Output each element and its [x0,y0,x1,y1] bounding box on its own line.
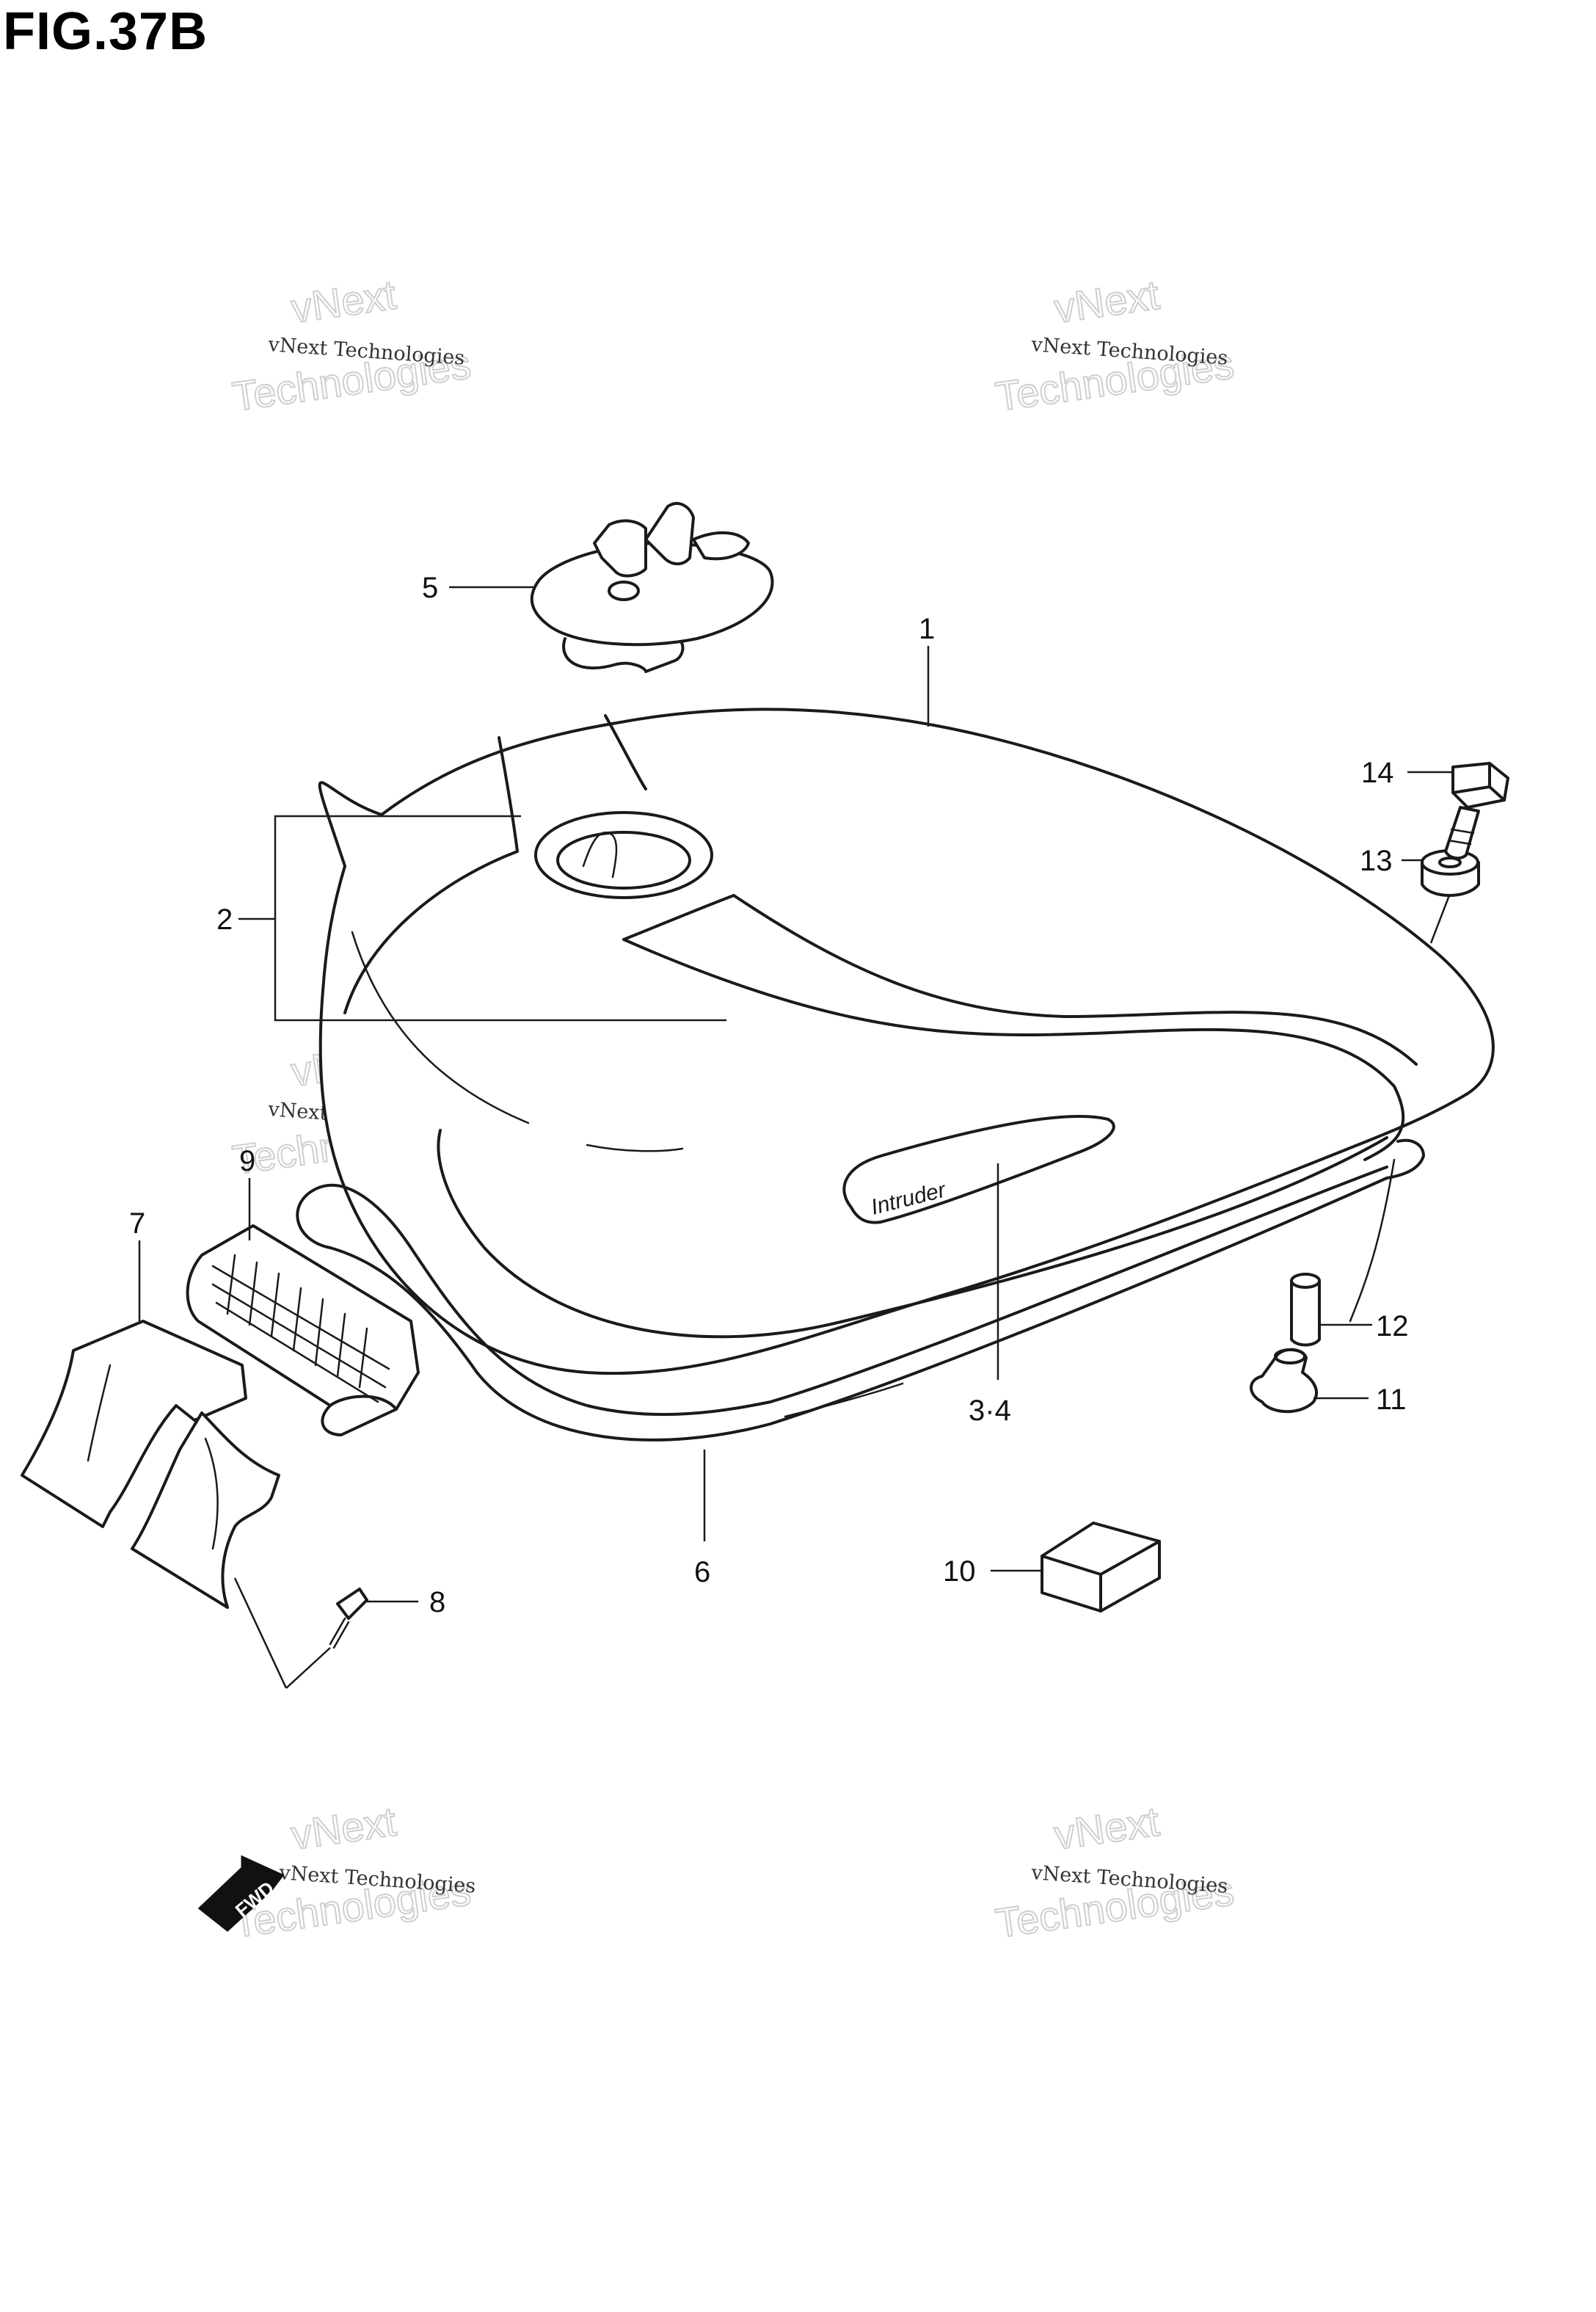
callout-10: 10 [943,1555,1042,1588]
watermark-top-left: vNext Technologies vNext Technologies [229,271,474,421]
svg-text:3·4: 3·4 [969,1395,1011,1427]
svg-text:9: 9 [239,1145,255,1177]
fuel-cap [530,502,774,673]
svg-text:7: 7 [129,1207,145,1240]
callout-7: 7 [129,1207,145,1321]
callout-12: 12 [1319,1310,1409,1342]
svg-text:vNext: vNext [288,272,399,332]
svg-text:13: 13 [1360,845,1393,877]
svg-text:14: 14 [1361,757,1394,789]
grommet [186,1224,420,1436]
spacer [1290,1273,1321,1347]
callout-11: 11 [1313,1384,1407,1416]
svg-text:vNext: vNext [1052,272,1162,332]
cushion [1250,1348,1318,1414]
callout-3-4: 3·4 [969,1163,1011,1427]
bolt [1444,762,1509,860]
callout-14: 14 [1361,757,1451,789]
mount-bracket [21,1320,280,1609]
svg-text:2: 2 [216,904,233,936]
emblem: Intruder [842,1115,1115,1224]
callout-6: 6 [694,1450,710,1588]
svg-text:10: 10 [943,1555,976,1588]
callout-1: 1 [919,613,935,727]
callout-13: 13 [1360,845,1451,944]
svg-text:6: 6 [694,1556,710,1588]
watermark-bottom-right: vNext Technologies vNext Technologies [992,1797,1237,1947]
callout-8: 8 [367,1586,445,1618]
svg-text:8: 8 [429,1586,445,1618]
svg-text:11: 11 [1376,1384,1407,1416]
fuel-tank [318,708,1495,1375]
svg-text:1: 1 [919,613,935,645]
callout-9: 9 [239,1145,255,1240]
cushion-strip [296,1138,1425,1442]
svg-text:12: 12 [1376,1310,1409,1342]
figure-title: FIG.37B [3,2,208,61]
callout-2: 2 [216,815,726,1022]
svg-text:5: 5 [422,572,438,604]
screw [233,1577,368,1689]
pad [1041,1522,1161,1613]
callout-5: 5 [422,572,536,604]
svg-text:vNext: vNext [1052,1798,1162,1858]
svg-text:vNext: vNext [288,1798,399,1858]
watermark-top-right: vNext Technologies vNext Technologies [992,271,1237,421]
